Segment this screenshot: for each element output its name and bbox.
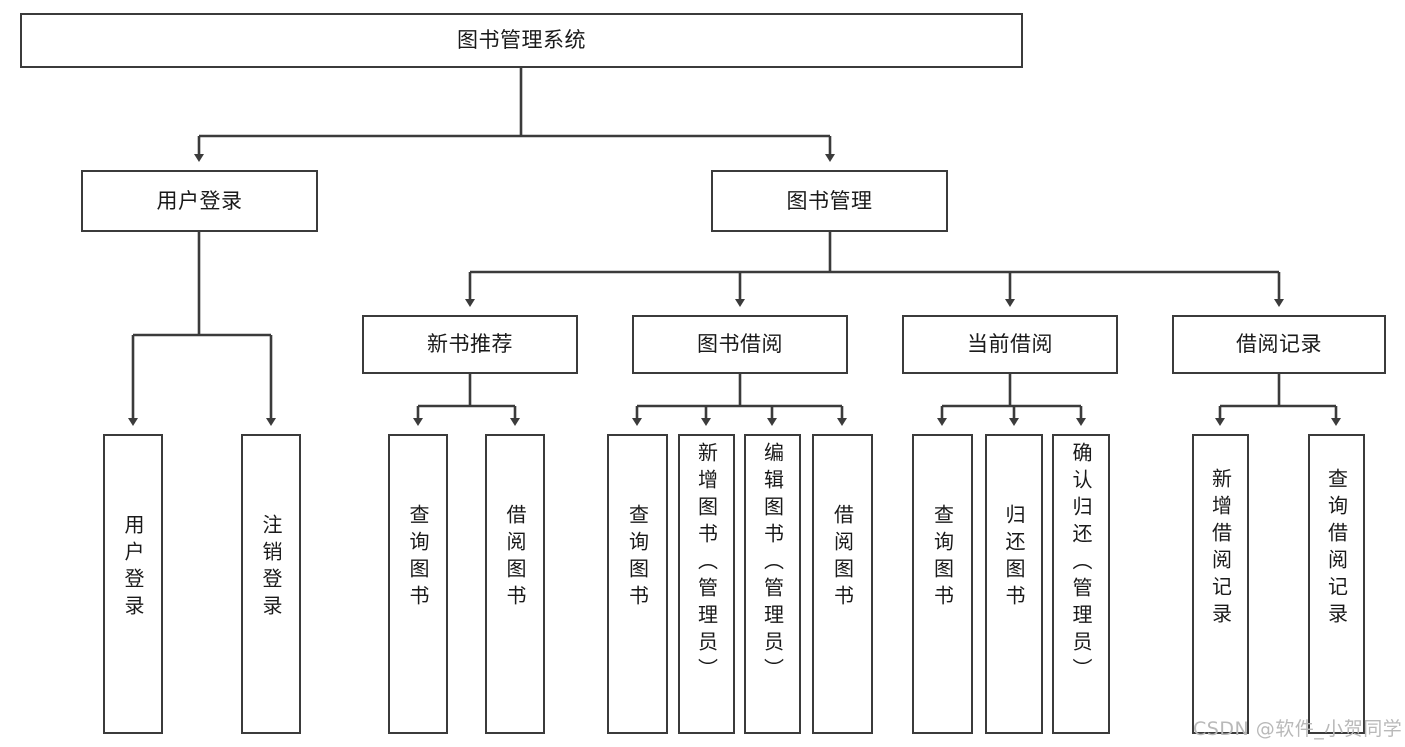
node-leaf-query-borrow-record[interactable]: 查询借阅记录 — [1308, 434, 1365, 734]
node-leaf-edit-book-admin-label: 编辑图书（管理员） — [760, 442, 785, 685]
node-new-book-recommend-label: 新书推荐 — [427, 332, 513, 357]
node-leaf-user-logout[interactable]: 注销登录 — [241, 434, 301, 734]
node-leaf-query-book-3[interactable]: 查询图书 — [912, 434, 973, 734]
node-leaf-query-borrow-record-label: 查询借阅记录 — [1324, 468, 1349, 630]
node-user-login-label: 用户登录 — [156, 188, 243, 213]
node-leaf-add-book-admin[interactable]: 新增图书（管理员） — [678, 434, 735, 734]
node-borrow-record[interactable]: 借阅记录 — [1172, 315, 1386, 374]
node-leaf-confirm-return-admin-label: 确认归还（管理员） — [1069, 442, 1093, 685]
node-leaf-add-book-admin-label: 新增图书（管理员） — [694, 442, 719, 685]
node-leaf-user-logout-label: 注销登录 — [259, 514, 283, 622]
node-leaf-return-book[interactable]: 归还图书 — [985, 434, 1043, 734]
node-leaf-borrow-book-1[interactable]: 借阅图书 — [485, 434, 545, 734]
node-leaf-query-book-2-label: 查询图书 — [625, 504, 650, 612]
node-leaf-query-book-3-label: 查询图书 — [930, 504, 955, 612]
node-leaf-edit-book-admin[interactable]: 编辑图书（管理员） — [744, 434, 801, 734]
node-book-borrow-label: 图书借阅 — [697, 332, 783, 357]
node-root-label: 图书管理系统 — [457, 28, 586, 53]
node-leaf-return-book-label: 归还图书 — [1002, 504, 1026, 612]
node-leaf-query-book-2[interactable]: 查询图书 — [607, 434, 668, 734]
node-book-manage[interactable]: 图书管理 — [711, 170, 948, 232]
node-leaf-add-borrow-record[interactable]: 新增借阅记录 — [1192, 434, 1249, 734]
node-leaf-query-book-1-label: 查询图书 — [406, 504, 430, 612]
node-leaf-borrow-book-2[interactable]: 借阅图书 — [812, 434, 873, 734]
node-book-borrow[interactable]: 图书借阅 — [632, 315, 848, 374]
node-book-manage-label: 图书管理 — [786, 188, 873, 213]
node-leaf-borrow-book-2-label: 借阅图书 — [830, 504, 855, 612]
node-leaf-user-login-label: 用户登录 — [121, 514, 145, 622]
node-current-borrow[interactable]: 当前借阅 — [902, 315, 1118, 374]
node-root[interactable]: 图书管理系统 — [20, 13, 1023, 68]
node-leaf-query-book-1[interactable]: 查询图书 — [388, 434, 448, 734]
node-new-book-recommend[interactable]: 新书推荐 — [362, 315, 578, 374]
node-leaf-borrow-book-1-label: 借阅图书 — [503, 504, 527, 612]
node-leaf-user-login[interactable]: 用户登录 — [103, 434, 163, 734]
node-leaf-add-borrow-record-label: 新增借阅记录 — [1208, 468, 1233, 630]
node-leaf-confirm-return-admin[interactable]: 确认归还（管理员） — [1052, 434, 1110, 734]
csdn-watermark: CSDN @软件_小贺同学 — [1193, 718, 1403, 740]
node-borrow-record-label: 借阅记录 — [1236, 332, 1322, 357]
node-user-login[interactable]: 用户登录 — [81, 170, 318, 232]
node-current-borrow-label: 当前借阅 — [967, 332, 1053, 357]
